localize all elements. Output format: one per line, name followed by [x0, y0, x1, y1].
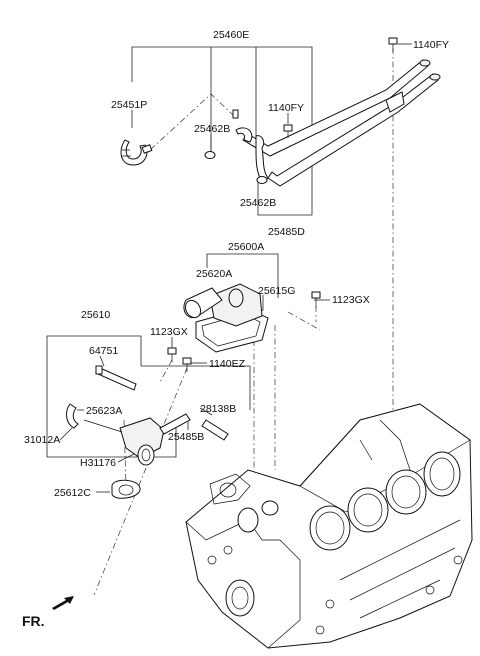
part-labels: 25460E 1140FY 25451P 1140FY 25462B 25462…: [22, 29, 449, 629]
coolant-pipe-assembly-25610: [66, 365, 229, 466]
label-31012A: 31012A: [24, 434, 60, 446]
label-25620A: 25620A: [196, 268, 232, 280]
label-28138B: 28138B: [200, 403, 236, 415]
label-25610: 25610: [81, 309, 110, 321]
label-1140FY-mid: 1140FY: [268, 102, 304, 114]
label-25600A: 25600A: [228, 241, 264, 253]
assembly-lines: [93, 48, 394, 596]
label-1123GX-left: 1123GX: [150, 326, 188, 338]
gasket-25612c: [111, 479, 141, 499]
label-25451P: 25451P: [111, 99, 147, 111]
bolt-1123gx-left: [167, 347, 177, 362]
engine-block: [185, 403, 473, 649]
label-64751: 64751: [89, 345, 118, 357]
label-25615G: 25615G: [258, 285, 295, 297]
leader-lines: [46, 43, 412, 493]
label-25485D: 25485D: [268, 226, 305, 238]
label-25612C: 25612C: [54, 487, 91, 499]
label-1140FY-top: 1140FY: [413, 39, 449, 51]
water-pipe-assembly: [120, 59, 441, 187]
thermostat-housing: [183, 283, 269, 353]
bolt-1123gx-right: [311, 291, 321, 308]
bolt-1140ez: [182, 357, 192, 372]
label-H31176: H31176: [80, 457, 116, 469]
cylinder-bores: [309, 451, 461, 551]
label-25623A: 25623A: [86, 405, 122, 417]
label-25460E: 25460E: [213, 29, 249, 41]
label-1140EZ: 1140EZ: [209, 358, 246, 370]
label-25485B: 25485B: [168, 431, 204, 443]
label-front: FR.: [22, 613, 45, 629]
bolt-1140fy-top: [388, 37, 398, 52]
label-25462B-upper: 25462B: [194, 123, 230, 135]
label-25462B-lower: 25462B: [240, 197, 276, 209]
label-1123GX-right: 1123GX: [332, 294, 370, 306]
front-arrow-icon: [52, 596, 74, 610]
